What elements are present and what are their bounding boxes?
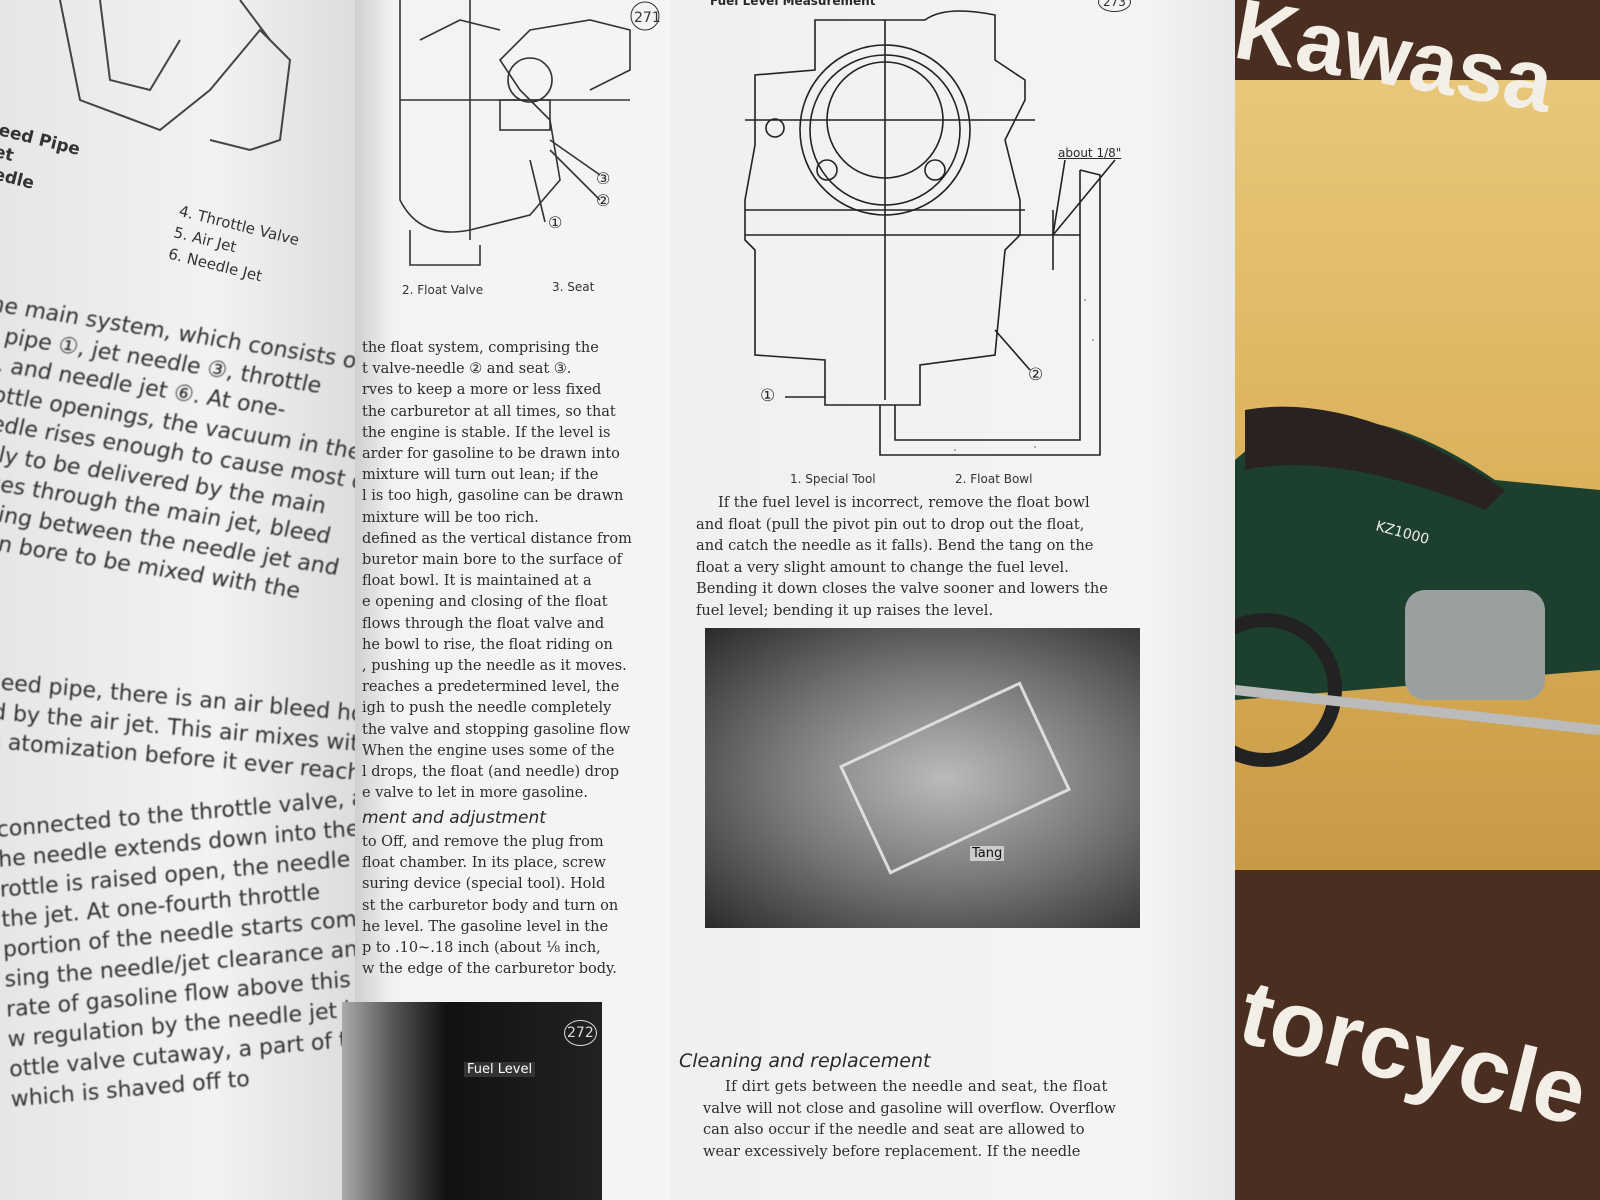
text-line: he level. The gasoline level in the: [362, 918, 609, 935]
text-line: e valve to let in more gasoline.: [362, 785, 588, 802]
middle-page: [355, 0, 675, 1200]
callout-1: ①: [760, 386, 776, 406]
text-line: flows through the float valve and: [362, 615, 605, 632]
text-line: the float system, comprising the: [362, 340, 599, 356]
text-line: reaches a predetermined level, the: [362, 679, 620, 696]
fuel-level-paragraph: If the fuel level is incorrect, remove t…: [696, 492, 1108, 622]
text-line: suring device (special tool). Hold: [362, 876, 606, 893]
text-line: the engine is stable. If the level is: [362, 424, 611, 441]
cover-subtitle: torcycle: [1235, 960, 1598, 1146]
legend-right: 4. Throttle Valve 5. Air Jet 6. Needle J…: [166, 200, 302, 294]
text-line: buretor main bore to the surface of: [362, 552, 622, 569]
text-line: to Off, and remove the plug from: [362, 834, 604, 850]
left-page: leed Pipe Jet eedle 4. Throttle Valve 5.…: [0, 0, 409, 1200]
caption-seat: 3. Seat: [552, 280, 595, 294]
text-line: When the engine uses some of the: [362, 742, 615, 759]
photo-label: Tang: [970, 846, 1005, 861]
cleaning-paragraph: If dirt gets between the needle and seat…: [703, 1076, 1116, 1162]
text-line: l drops, the float (and needle) drop: [362, 764, 619, 781]
carburetor-cutaway-diagram: [59, 0, 292, 152]
float-system-paragraph: the float system, comprising the t valve…: [362, 338, 632, 804]
right-page: [670, 0, 1260, 1200]
figure-number: 271: [634, 10, 661, 26]
text-line: p to .10~.18 inch (about ⅛ inch,: [362, 940, 601, 957]
text-line: rves to keep a more or less fixed: [362, 382, 602, 399]
text-line: and catch the needle as it falls). Bend …: [696, 537, 1094, 555]
text-line: w the edge of the carburetor body.: [362, 961, 617, 978]
photo-label: Fuel Level: [464, 1062, 536, 1077]
caption-special-tool: 1. Special Tool: [790, 472, 876, 486]
text-line: fuel level; bending it up raises the lev…: [696, 601, 994, 619]
text-line: defined as the vertical distance from: [362, 530, 632, 547]
text-line: the carburetor at all times, so that: [362, 403, 616, 420]
text-line: float bowl. It is maintained at a: [362, 573, 592, 590]
caption-float-bowl: 2. Float Bowl: [955, 472, 1033, 486]
text-line: t valve-needle ② and seat ③.: [362, 361, 572, 378]
text-line: float chamber. In its place, screw: [362, 855, 606, 872]
text-line: arder for gasoline to be drawn into: [362, 446, 620, 463]
text-line: mixture will be too rich.: [362, 509, 539, 526]
text-line: If dirt gets between the needle and seat…: [725, 1078, 1108, 1095]
callout-1: ①: [548, 213, 563, 232]
text-line: wear excessively before replacement. If …: [703, 1142, 1081, 1160]
callout-3: ③: [596, 169, 611, 188]
callouts: ③ ②: [596, 168, 610, 212]
callout-2: ②: [596, 191, 611, 210]
text-line: he bowl to rise, the float riding on: [362, 636, 613, 653]
dimension-label: about 1/8": [1058, 146, 1122, 160]
text-line: st the carburetor body and turn on: [362, 897, 619, 914]
section-heading: Cleaning and replacement: [679, 1050, 931, 1072]
text-line: If the fuel level is incorrect, remove t…: [718, 494, 1090, 511]
text-line: , pushing up the needle as it moves.: [362, 658, 627, 675]
callout-2: ②: [1028, 365, 1044, 385]
float-tang-photo: Tang: [705, 628, 1140, 928]
motorcycle-image: KZ1000: [1235, 406, 1600, 767]
text-line: l is too high, gasoline can be drawn: [362, 488, 624, 505]
text-line: and float (pull the pivot pin out to dro…: [696, 515, 1085, 533]
text-line: can also occur if the needle and seat ar…: [703, 1121, 1085, 1139]
text-line: mixture will turn out lean; if the: [362, 467, 599, 484]
text-line: valve will not close and gasoline will o…: [703, 1099, 1116, 1117]
text-line: float a very slight amount to change the…: [696, 558, 1069, 576]
photo-number: 272: [564, 1020, 597, 1046]
section-heading: ment and adjustment: [362, 808, 546, 828]
float-valve-diagram: 271: [399, 0, 661, 266]
float-chamber-outline: [839, 681, 1071, 875]
kawasaki-manual-cover: Kawasa KZ1000 torcycle: [1235, 0, 1600, 1200]
text-line: Bending it down closes the valve sooner …: [696, 580, 1108, 598]
figure-title: Fuel Level Measurement: [710, 0, 876, 8]
text-line: igh to push the needle completely: [362, 700, 612, 717]
fuel-level-photo: Fuel Level 272: [342, 1002, 602, 1200]
text-line: e opening and closing of the float: [362, 594, 608, 611]
bleed-pipe-paragraph: leed pipe, there is an air bleed hole d …: [0, 668, 392, 791]
text-line: the valve and stopping gasoline flow: [362, 721, 631, 738]
measurement-paragraph: to Off, and remove the plug from float c…: [362, 832, 618, 980]
main-system-paragraph: he main system, which consists of the d …: [0, 290, 410, 615]
fuel-level-measurement-diagram: [744, 10, 1116, 456]
caption-float-valve: 2. Float Valve: [402, 283, 484, 297]
